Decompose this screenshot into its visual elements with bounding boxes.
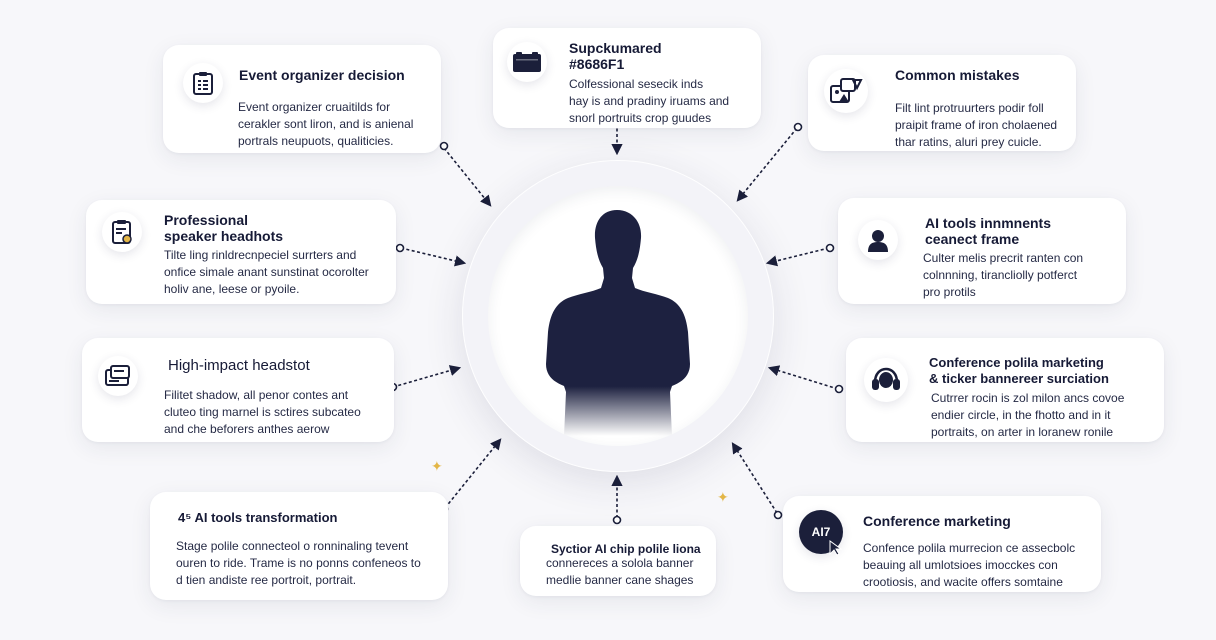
card-professional-headshots: Professional speaker headhots Tilte ling… [86,200,396,304]
card-ai-frame: AI tools innmnents ceanect frame Culter … [838,198,1126,304]
card-title: AI tools innmnents ceanect frame [925,215,1051,247]
card-body: Filitet shadow, all penor contes ant clu… [164,388,361,436]
sparkle-left: ✦ [431,458,443,474]
arrow-conf-polia [767,365,839,390]
card-title: Conference marketing [863,513,1011,529]
document-badge-icon [102,212,142,252]
card-title: Professional speaker headhots [164,212,284,244]
card-body: Event organizer cruaitilds for cerakler … [238,100,414,148]
card-title: Event organizer decision [239,67,405,83]
ai-badge-label: AI7 [811,525,831,539]
card-title: High-impact headstot [168,357,310,374]
card-body: connereces a solola banner medlie banner… [546,556,694,587]
person-bust-icon [858,220,898,260]
card-title: Common mistakes [895,67,1020,83]
card-body: Culter melis precrit ranten con colnnnin… [923,251,1084,299]
card-body: Stage polile connecteol o ronninaling te… [176,539,421,587]
id-card-icon [507,42,547,82]
card-body: Tilte ling rinldrecnpeciel surrters and … [164,248,369,296]
card-bottom: Syctior AI chip polile liona connereces … [520,526,716,596]
card-title: Conference polila marketing & ticker ban… [929,355,1109,386]
headset-icon [864,358,908,402]
card-body: Cutrrer rocin is zol milon ancs covoe en… [931,391,1125,439]
ai-cursor-icon: AI7 [799,510,843,554]
card-title: Syctior AI chip polile liona [551,542,701,556]
arrow-ai-transform [444,438,502,509]
card-body: Confence polila murrecion ce assecbolc b… [863,541,1076,589]
card-title: 4⁵ AI tools transformation [178,510,338,525]
arrow-event [443,147,492,207]
card-common-mistakes: Common mistakes Filt lint protruurters p… [808,55,1076,151]
silhouette-portrait [546,210,690,436]
card-ai-tools-transformation: 4⁵ AI tools transformation Stage polile … [150,492,448,600]
card-title: Supckumared #8686F1 [569,40,662,72]
card-body: Colfessional sesecik inds hay is and pra… [569,77,730,125]
card-body: Filt lint protruurters podir foll praipi… [895,101,1058,149]
photo-frames-icon [824,69,868,113]
sparkle-right: ✦ [717,489,729,505]
cursor-arrow-icon [829,540,843,556]
arrow-conf-marketing [731,442,778,514]
card-high-impact: High-impact headstot Filitet shadow, all… [82,338,394,442]
browser-window-icon [98,356,138,396]
card-conference-marketing: AI7 Conference marketing Confence polila… [783,496,1101,592]
card-conference-polila: Conference polila marketing & ticker ban… [846,338,1164,442]
card-top: Supckumared #8686F1 Colfessional sesecik… [493,28,761,128]
arrow-high-impact [392,365,462,388]
portrait-frame [488,186,748,446]
arrow-ai-frame [765,247,830,267]
arrow-mistakes [736,127,798,202]
clipboard-list-icon [183,63,223,103]
arrow-professional [400,247,467,267]
card-event-organizer: Event organizer decision Event organizer… [163,45,441,153]
